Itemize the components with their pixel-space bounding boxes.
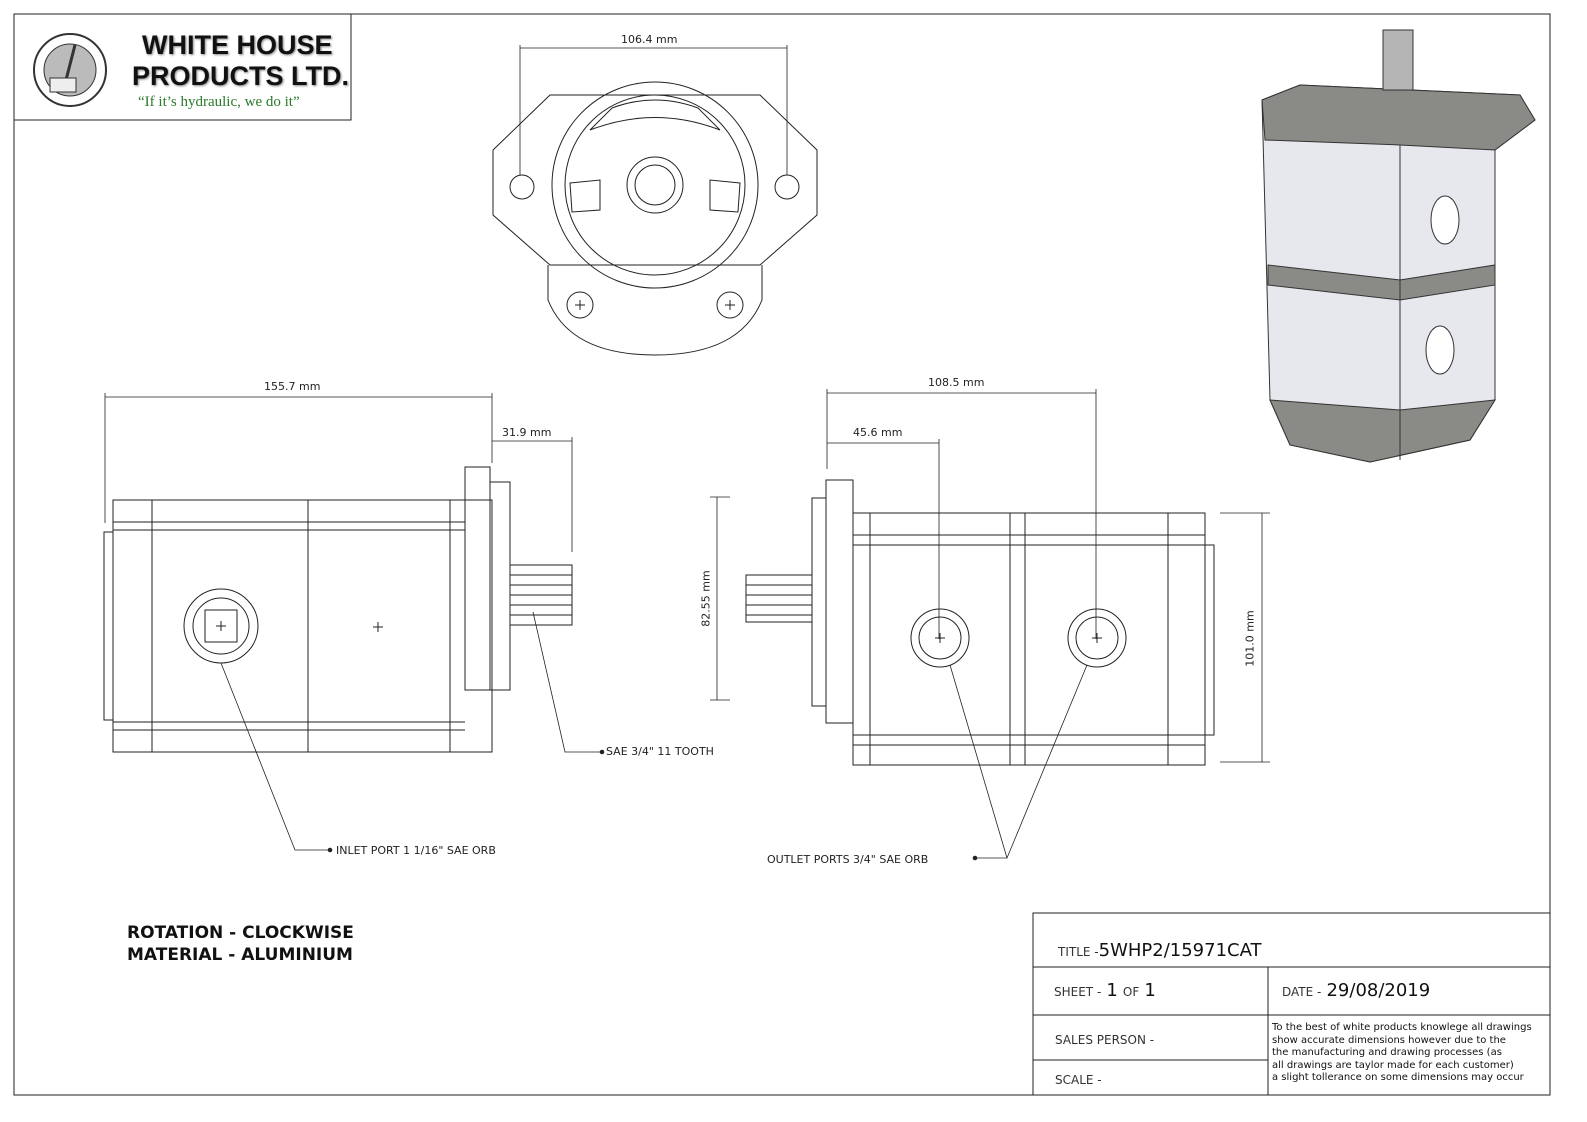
title-value: 5WHP2/15971CAT (1098, 940, 1262, 961)
disclaimer-line: all drawings are taylor made for each cu… (1272, 1059, 1514, 1071)
date-field: DATE - 29/08/2019 (1282, 980, 1430, 1001)
isometric-view (1261, 29, 1536, 463)
sheet-label: SHEET - (1054, 985, 1102, 999)
disclaimer-line: a slight tollerance on some dimensions m… (1272, 1072, 1524, 1084)
note-material: MATERIAL - ALUMINIUM (127, 945, 353, 965)
logo-seal (33, 33, 107, 107)
dim-side-length: 155.7 mm (264, 380, 321, 393)
callout-outlet: OUTLET PORTS 3/4" SAE ORB (767, 853, 929, 866)
disclaimer-line: show accurate dimensions however due to … (1272, 1034, 1506, 1046)
dim-port-offset: 45.6 mm (853, 426, 903, 439)
dim-shaft-length: 31.9 mm (502, 426, 552, 439)
dim-flange-height: 82.55 mm (699, 570, 713, 627)
date-value: 29/08/2019 (1326, 980, 1431, 1001)
sheet-field: SHEET - 1 OF 1 (1054, 980, 1156, 1001)
side-view-right (710, 389, 1270, 861)
date-label: DATE - (1282, 985, 1322, 999)
company-tagline: “If it’s hydraulic, we do it” (138, 94, 300, 110)
front-view (492, 45, 818, 356)
disclaimer-line: the manufacturing and drawing processes … (1272, 1047, 1502, 1059)
dim-body-height: 101.0 mm (1243, 610, 1257, 667)
scale-label: SCALE - (1055, 1073, 1102, 1087)
note-rotation: ROTATION - CLOCKWISE (127, 923, 354, 943)
sales-person-label: SALES PERSON - (1055, 1033, 1155, 1047)
logo-box (13, 13, 352, 121)
callout-shaft: SAE 3/4" 11 TOOTH (606, 745, 714, 758)
disclaimer-line: To the best of white products knowlege a… (1272, 1022, 1532, 1033)
title-field: TITLE -5WHP2/15971CAT (1058, 940, 1262, 961)
sheet-total: 1 (1144, 980, 1156, 1001)
side-view-left (103, 393, 605, 853)
callout-inlet: INLET PORT 1 1/16" SAE ORB (336, 844, 496, 857)
sheet-of: OF (1122, 985, 1140, 999)
dim-rear-length: 108.5 mm (928, 376, 985, 389)
title-label: TITLE - (1058, 945, 1099, 959)
disclaimer: To the best of white products knowlege a… (1272, 1022, 1532, 1085)
company-name-line2: PRODUCTS LTD. (132, 61, 349, 91)
sheet-border (13, 13, 1551, 1096)
company-name-line1: WHITE HOUSE (142, 30, 333, 60)
dim-front-width: 106.4 mm (621, 33, 678, 46)
title-block (1032, 912, 1551, 1096)
sheet-number: 1 (1106, 980, 1118, 1001)
